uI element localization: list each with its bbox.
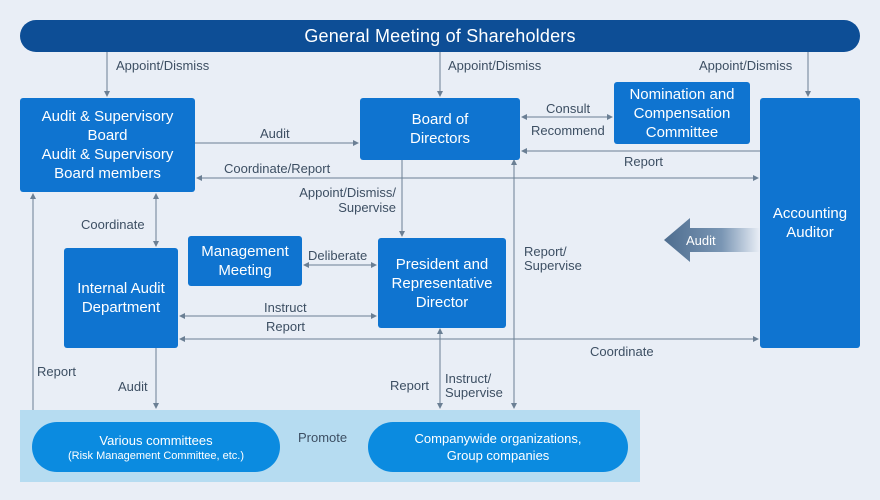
- label-coordinate-bottom: Coordinate: [590, 344, 654, 359]
- president-line3: Director: [415, 293, 469, 311]
- label-appoint-dismiss-2: Appoint/Dismiss: [448, 58, 542, 73]
- audit-board-line1: Audit & Supervisory: [41, 108, 174, 125]
- label-coordinate-report: Coordinate/Report: [224, 161, 331, 176]
- president-line1: President and: [395, 255, 489, 273]
- label-report-left: Report: [37, 364, 77, 379]
- shareholders-title: General Meeting of Shareholders: [304, 25, 576, 46]
- auditor-line2: Auditor: [786, 224, 834, 241]
- label-report-mid: Report: [266, 319, 306, 334]
- board-of-directors-box: Board of Directors: [360, 98, 520, 160]
- management-line1: Management: [201, 243, 289, 260]
- various-committees-pill: Various committees (Risk Management Comm…: [32, 422, 280, 472]
- label-report-supervise-2: Supervise: [524, 258, 582, 273]
- accounting-auditor-box: Accounting Auditor: [760, 98, 860, 348]
- label-appoint-supervise-1: Appoint/Dismiss/: [299, 185, 396, 200]
- internal-audit-line1: Internal Audit: [77, 280, 165, 297]
- nomination-committee-box: Nomination and Compensation Committee: [614, 82, 750, 144]
- management-meeting-box: Management Meeting: [188, 236, 302, 286]
- committees-line1: Various committees: [99, 432, 213, 448]
- label-coordinate-left: Coordinate: [81, 217, 145, 232]
- companywide-line1: Companywide organizations,: [414, 431, 582, 446]
- label-report-right: Report: [624, 154, 664, 169]
- label-instruct: Instruct: [264, 300, 307, 315]
- audit-board-line3: Audit & Supervisory: [41, 146, 174, 163]
- label-appoint-supervise-2: Supervise: [338, 200, 396, 215]
- label-audit-bottom: Audit: [118, 379, 148, 394]
- label-promote: Promote: [298, 430, 348, 445]
- committees-line2: (Risk Management Committee, etc.): [67, 449, 245, 462]
- audit-supervisory-board-box: Audit & Supervisory Board Audit & Superv…: [20, 98, 195, 192]
- label-appoint-dismiss-3: Appoint/Dismiss: [699, 58, 793, 73]
- label-consult: Consult: [546, 101, 591, 116]
- audit-board-line2: Board: [87, 127, 128, 144]
- label-instruct-supervise-2: Supervise: [445, 385, 503, 400]
- internal-audit-line2: Department: [81, 299, 161, 316]
- label-appoint-dismiss-1: Appoint/Dismiss: [116, 58, 210, 73]
- management-line2: Meeting: [218, 262, 272, 279]
- president-box: President and Representative Director: [378, 238, 506, 328]
- label-recommend: Recommend: [531, 123, 605, 138]
- nomination-line1: Nomination and: [629, 85, 735, 103]
- label-report-supervise-1: Report/: [524, 244, 567, 259]
- label-report-bottom: Report: [390, 378, 430, 393]
- audit-arrow-icon: [664, 218, 760, 262]
- board-line1: Board of: [411, 111, 469, 128]
- label-instruct-supervise-1: Instruct/: [445, 371, 492, 386]
- internal-audit-department-box: Internal Audit Department: [64, 248, 178, 348]
- audit-board-line4: Board members: [54, 165, 161, 182]
- companywide-organizations-pill: Companywide organizations, Group compani…: [368, 422, 628, 472]
- label-audit-top: Audit: [260, 126, 290, 141]
- shareholders-banner: General Meeting of Shareholders: [20, 20, 860, 52]
- nomination-line3: Committee: [645, 123, 719, 141]
- companywide-line2: Group companies: [446, 448, 550, 463]
- audit-arrow-label: Audit: [686, 233, 716, 248]
- board-line2: Directors: [409, 130, 470, 147]
- auditor-line1: Accounting: [772, 205, 848, 222]
- president-line2: Representative: [391, 274, 493, 292]
- label-deliberate: Deliberate: [308, 248, 368, 263]
- nomination-line2: Compensation: [633, 104, 731, 122]
